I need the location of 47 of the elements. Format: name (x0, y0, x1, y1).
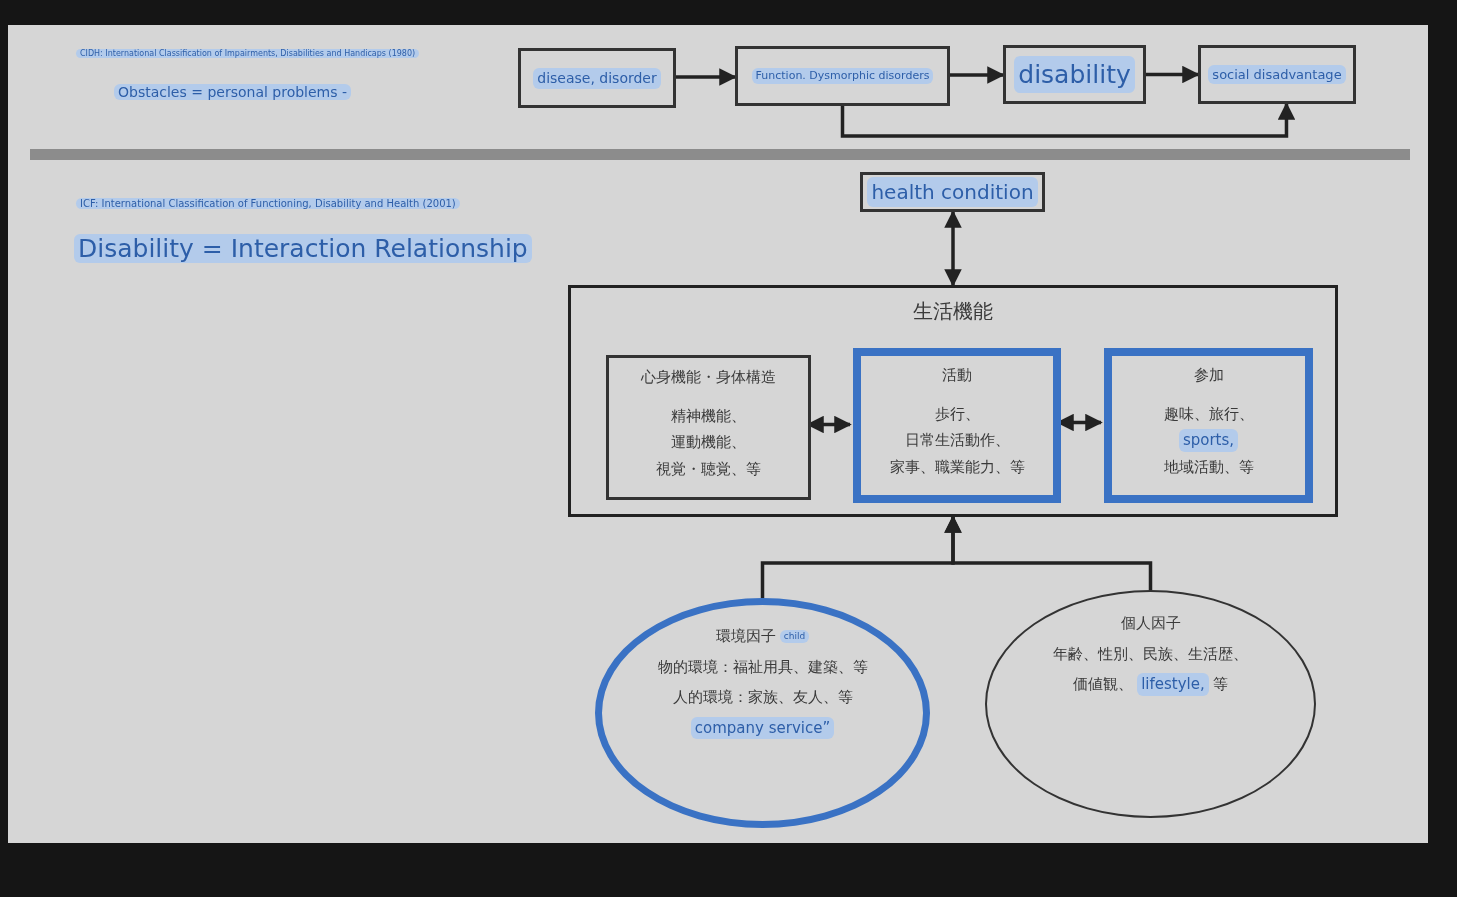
node-text: 視覚・聴覚、等 (656, 458, 761, 480)
node-text: 生活機能 (913, 298, 993, 325)
node-text: sports, (1178, 429, 1239, 452)
arrow (676, 68, 737, 86)
node-heading: 環境因子 (715, 626, 776, 647)
node-heading: 活動 (942, 365, 972, 386)
node-text: 家事、職業能力、等 (889, 456, 1025, 478)
process-box (1003, 45, 1146, 104)
node-text: disease, disorder (533, 67, 661, 89)
arrow (944, 210, 962, 287)
process-box (860, 172, 1045, 212)
node-text: 物的環境：福祉用具、建築、等 (657, 656, 868, 678)
source-note: ICF: International Classification of Functioning, Disability and Health (2001) (76, 198, 460, 209)
source-note: CIDH: International Classification of Impairments, Disabilities and Handicaps (1980) (76, 49, 420, 58)
process-box (606, 355, 811, 500)
node-text: 年齢、性別、民族、生活歴、 (1053, 643, 1248, 665)
node-text: 等 (1212, 674, 1228, 695)
heading-text: Obstacles = personal problems - (114, 84, 352, 100)
arrow (1146, 65, 1200, 84)
node-text: Function. Dysmorphic disorders (751, 67, 934, 85)
highlighted-box (1104, 348, 1313, 503)
node-heading: 心身機能・身体構造 (641, 367, 776, 388)
node-text: social disadvantage (1208, 64, 1346, 85)
group-box (568, 285, 1338, 517)
node-heading: 参加 (1193, 365, 1224, 386)
node-text: 趣味、旅行、 (1163, 403, 1254, 425)
highlighted-box (853, 348, 1061, 503)
node-text: 精神機能、 (671, 405, 746, 427)
node-heading: 個人因子 (1120, 613, 1181, 634)
node-text: 地域活動、等 (1163, 456, 1254, 478)
node-text: health condition (867, 177, 1038, 207)
arrow (944, 515, 1153, 590)
ellipse-node (985, 590, 1316, 818)
highlighted-ellipse (595, 598, 930, 828)
node-text: 人的環境：家族、友人、等 (672, 687, 853, 708)
node-text: 歩行、 (934, 403, 980, 425)
heading-text: Disability = Interaction Relationship (74, 234, 532, 263)
node-text: 価値観、 (1073, 674, 1134, 695)
process-box (735, 46, 950, 106)
node-text: disability (1014, 55, 1135, 94)
process-box (1198, 45, 1356, 104)
process-box (518, 48, 676, 108)
arrow (840, 102, 1296, 138)
node-text: 運動機能、 (671, 432, 746, 453)
node-text: 日常生活動作、 (904, 430, 1010, 451)
node-text: lifestyle, (1137, 673, 1209, 696)
arrow (950, 66, 1005, 84)
